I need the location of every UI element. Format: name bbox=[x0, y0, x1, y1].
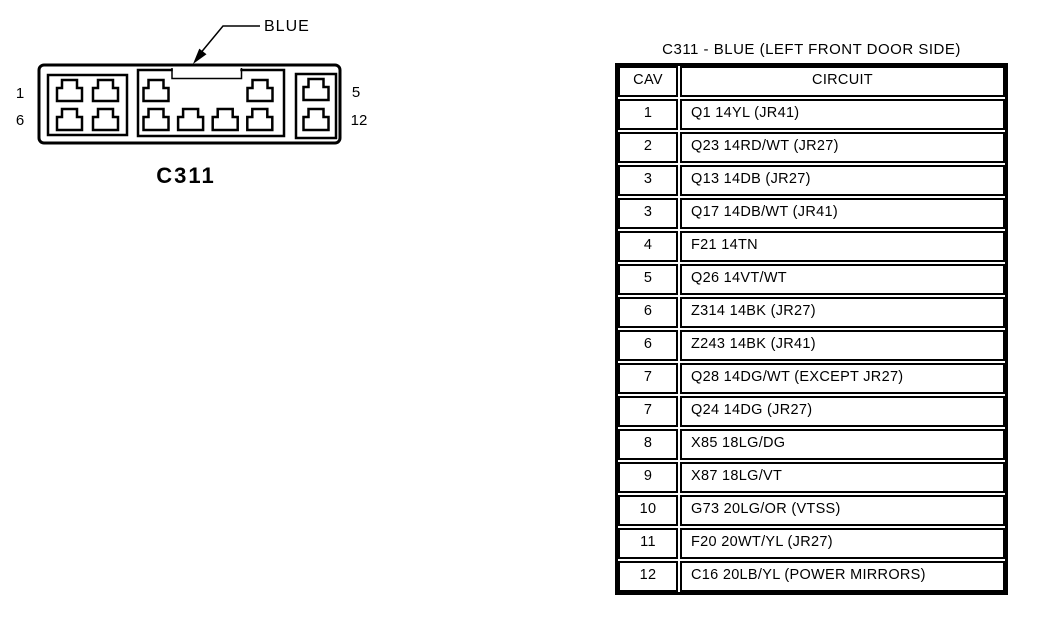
cav-cell: 7 bbox=[618, 396, 678, 427]
table-row: 8 X85 18LG/DG bbox=[618, 429, 1005, 460]
connector-name-label: C311 bbox=[156, 163, 215, 188]
table-row: 3 Q17 14DB/WT (JR41) bbox=[618, 198, 1005, 229]
cavity-block-right bbox=[294, 72, 338, 140]
pin-cavity bbox=[246, 107, 274, 132]
circuit-cell: X85 18LG/DG bbox=[680, 429, 1005, 460]
cav-cell: 11 bbox=[618, 528, 678, 559]
pin-cavity bbox=[91, 107, 120, 132]
cav-cell: 5 bbox=[618, 264, 678, 295]
circuit-cell: G73 20LG/OR (VTSS) bbox=[680, 495, 1005, 526]
cav-cell: 8 bbox=[618, 429, 678, 460]
table-row: 4 F21 14TN bbox=[618, 231, 1005, 262]
table-row: 12 C16 20LB/YL (POWER MIRRORS) bbox=[618, 561, 1005, 592]
circuit-cell: F20 20WT/YL (JR27) bbox=[680, 528, 1005, 559]
pin-cavity bbox=[211, 107, 239, 132]
circuit-cell: Q28 14DG/WT (EXCEPT JR27) bbox=[680, 363, 1005, 394]
connector-color-label: BLUE bbox=[264, 18, 310, 35]
circuit-cell: Q13 14DB (JR27) bbox=[680, 165, 1005, 196]
cav-cell: 12 bbox=[618, 561, 678, 592]
circuit-cell: X87 18LG/VT bbox=[680, 462, 1005, 493]
callout-leader bbox=[193, 25, 260, 64]
circuit-cell: Q26 14VT/WT bbox=[680, 264, 1005, 295]
cav-cell: 6 bbox=[618, 330, 678, 361]
pin-cavity bbox=[55, 78, 84, 103]
pin-label-bottom-right: 12 bbox=[351, 112, 368, 129]
circuit-cell: Q23 14RD/WT (JR27) bbox=[680, 132, 1005, 163]
circuit-table: CAV CIRCUIT 1 Q1 14YL (JR41) 2 Q23 14RD/… bbox=[615, 63, 1008, 595]
terminal-pins bbox=[55, 77, 330, 132]
cav-cell: 9 bbox=[618, 462, 678, 493]
column-header-cav: CAV bbox=[618, 66, 678, 97]
table-row: 1 Q1 14YL (JR41) bbox=[618, 99, 1005, 130]
cav-cell: 3 bbox=[618, 165, 678, 196]
pin-label-bottom-left: 6 bbox=[16, 112, 24, 129]
table-row: 2 Q23 14RD/WT (JR27) bbox=[618, 132, 1005, 163]
pin-cavity bbox=[302, 77, 330, 102]
cavity-block-left bbox=[46, 73, 129, 137]
pin-cavity bbox=[302, 107, 330, 132]
pin-cavity bbox=[142, 78, 170, 103]
circuit-cell: Q1 14YL (JR41) bbox=[680, 99, 1005, 130]
table-row: 9 X87 18LG/VT bbox=[618, 462, 1005, 493]
connector-diagram: BLUE bbox=[16, 18, 368, 188]
circuit-cell: Q24 14DG (JR27) bbox=[680, 396, 1005, 427]
pin-cavity bbox=[91, 78, 120, 103]
cav-cell: 7 bbox=[618, 363, 678, 394]
notch-mask bbox=[172, 68, 241, 73]
circuit-cell: Q17 14DB/WT (JR41) bbox=[680, 198, 1005, 229]
cav-cell: 6 bbox=[618, 297, 678, 328]
table-row: 6 Z243 14BK (JR41) bbox=[618, 330, 1005, 361]
cav-cell: 10 bbox=[618, 495, 678, 526]
cav-cell: 3 bbox=[618, 198, 678, 229]
keying-notch bbox=[171, 68, 243, 80]
pin-label-top-right: 5 bbox=[352, 84, 360, 101]
circuit-cell: C16 20LB/YL (POWER MIRRORS) bbox=[680, 561, 1005, 592]
pin-cavity bbox=[142, 107, 170, 132]
pin-label-top-left: 1 bbox=[16, 85, 24, 102]
table-row: 5 Q26 14VT/WT bbox=[618, 264, 1005, 295]
table-row: 3 Q13 14DB (JR27) bbox=[618, 165, 1005, 196]
cav-cell: 2 bbox=[618, 132, 678, 163]
cav-cell: 1 bbox=[618, 99, 678, 130]
table-row: 11 F20 20WT/YL (JR27) bbox=[618, 528, 1005, 559]
table-row: 7 Q28 14DG/WT (EXCEPT JR27) bbox=[618, 363, 1005, 394]
table-row: 7 Q24 14DG (JR27) bbox=[618, 396, 1005, 427]
pin-cavity bbox=[246, 78, 274, 103]
arrowhead-icon bbox=[193, 48, 207, 64]
circuit-cell: Z314 14BK (JR27) bbox=[680, 297, 1005, 328]
table-row: 6 Z314 14BK (JR27) bbox=[618, 297, 1005, 328]
pin-cavity bbox=[55, 107, 84, 132]
table-header-row: CAV CIRCUIT bbox=[618, 66, 1005, 97]
circuit-cell: F21 14TN bbox=[680, 231, 1005, 262]
cav-cell: 4 bbox=[618, 231, 678, 262]
column-header-circuit: CIRCUIT bbox=[680, 66, 1005, 97]
table-row: 10 G73 20LG/OR (VTSS) bbox=[618, 495, 1005, 526]
table-title: C311 - BLUE (LEFT FRONT DOOR SIDE) bbox=[662, 41, 961, 58]
pin-cavity bbox=[176, 107, 205, 132]
circuit-cell: Z243 14BK (JR41) bbox=[680, 330, 1005, 361]
